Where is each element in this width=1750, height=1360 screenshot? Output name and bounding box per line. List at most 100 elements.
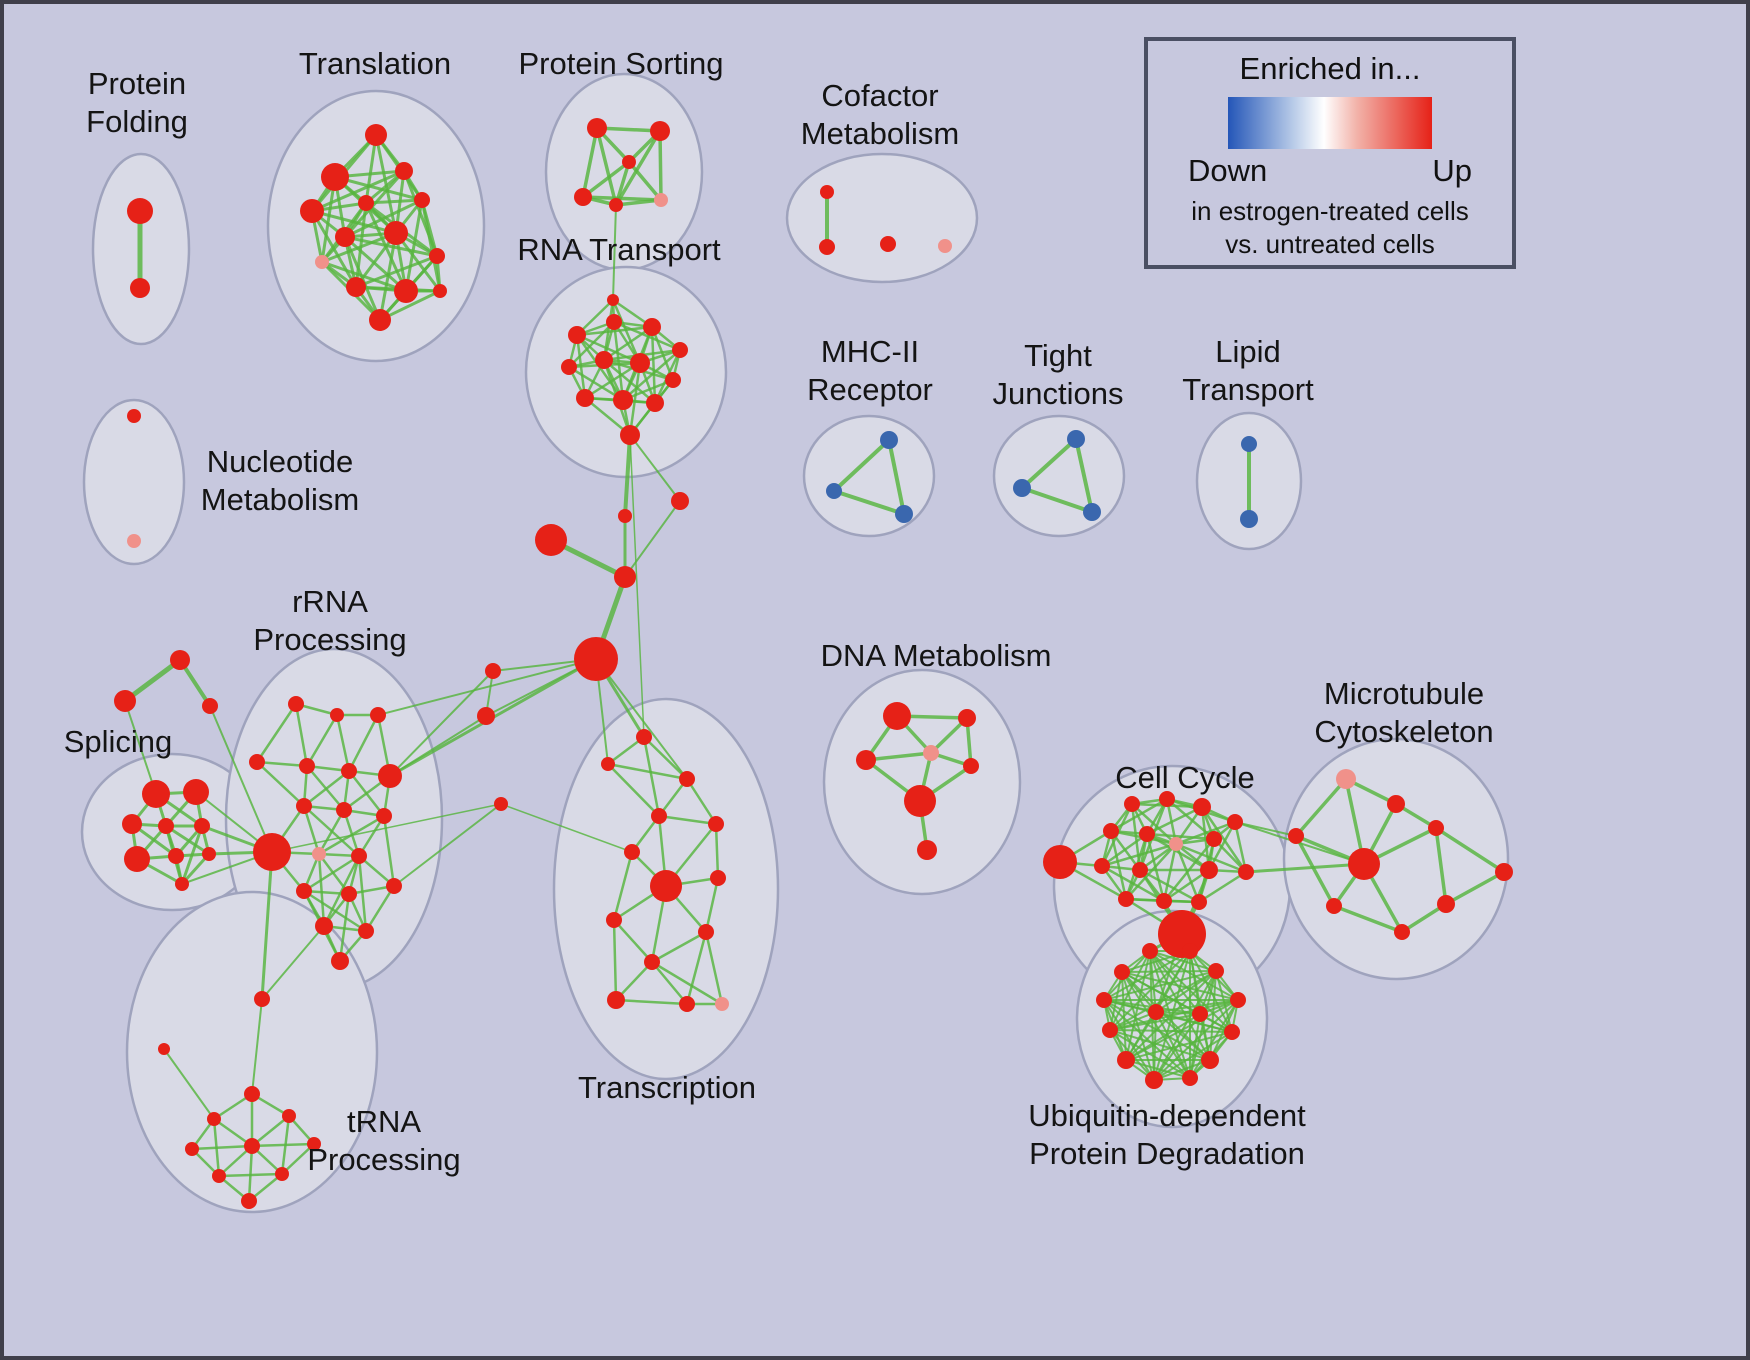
network-edge [124,700,157,795]
network-edge [1294,777,1348,838]
network-node-tn2 [158,1043,170,1055]
network-edge [1109,1011,1157,1031]
legend-title: Enriched in... [1239,51,1421,86]
network-node-tl12 [394,279,418,303]
network-edge [832,438,891,493]
network-node-rr10 [376,808,392,824]
network-edge [302,769,351,808]
network-edge [650,930,708,964]
network-edge [1103,999,1155,1081]
network-edge [1233,820,1248,874]
network-node-rr4 [249,754,265,770]
network-edge [164,824,211,856]
network-node-cc14 [1156,893,1172,909]
network-node-ps2 [650,121,670,141]
network-node-ub12 [1182,1070,1198,1086]
network-node-tl3 [395,162,413,180]
network-node-dm1 [883,702,911,730]
network-node-cc10 [1132,862,1148,878]
network-edge [389,670,494,777]
network-node-rt5 [561,359,577,375]
legend-up-label: Up [1432,153,1472,188]
network-node-tn5 [282,1109,296,1123]
network-node-mt1 [1336,769,1356,789]
network-edge [606,762,661,818]
network-node-rt8 [665,372,681,388]
network-edge [500,803,633,853]
network-node-tc2 [601,757,615,771]
node-layer [114,118,1513,1209]
network-node-rr8 [296,798,312,814]
network-edge [320,231,398,264]
network-edge [1162,868,1211,903]
network-node-mt4 [1288,828,1304,844]
network-node-sp4 [158,818,174,834]
network-edge [614,998,689,1006]
cluster-label-translation: Translation [299,46,451,81]
network-node-mt2 [1387,795,1405,813]
network-node-cc6 [1139,826,1155,842]
network-edge [611,298,642,365]
legend-endpoint-labels: Down Up [1148,153,1512,189]
network-node-cc9 [1094,858,1110,874]
network-node-tl11 [346,277,366,297]
network-node-mh3 [895,505,913,523]
network-node-sp2 [183,779,209,805]
network-edge [704,876,720,934]
network-node-tc1 [636,729,652,745]
network-edge [163,1048,215,1120]
network-edge [255,760,309,768]
network-edge [614,198,663,207]
network-edge [320,260,408,293]
network-edge [190,1144,254,1151]
network-node-ub10 [1201,1051,1219,1069]
network-node-lt1 [1241,436,1257,452]
network-node-cnT2 [114,690,136,712]
network-node-cnH [574,637,618,681]
cluster-ellipse-cofactor-metabolism [785,152,979,284]
network-node-sp7 [168,848,184,864]
network-edge [581,195,663,202]
legend-down-label: Down [1188,153,1268,188]
network-edge [378,289,442,322]
network-edge [1174,820,1237,846]
network-node-pf2 [130,278,150,298]
network-edge [404,198,424,293]
network-node-ub7 [1102,1022,1118,1038]
network-edge [347,713,380,773]
network-node-dm5 [963,758,979,774]
network-node-rt0 [607,294,619,306]
network-node-cc0 [1043,845,1077,879]
network-node-sp5 [194,818,210,834]
network-node-tl13 [369,309,391,331]
network-node-mh2 [826,483,842,499]
network-node-rr15 [341,886,357,902]
network-edge [581,126,599,199]
network-node-mt9 [1495,863,1513,881]
network-edge [1197,870,1248,904]
cluster-ellipse-tight-junctions [992,414,1126,538]
network-node-cf4 [938,239,952,253]
network-node-cnF [477,707,495,725]
network-node-rt4 [672,342,688,358]
network-edge [217,1172,284,1178]
network-node-cc5 [1103,823,1119,839]
legend: Enriched in... Down Up in estrogen-treat… [1144,37,1516,269]
network-node-cc8 [1206,831,1222,847]
network-edge [1109,829,1128,901]
network-edge [629,434,681,502]
network-node-cnA [671,492,689,510]
network-edge [624,500,681,578]
network-node-ub14 [1192,1006,1208,1022]
network-edge [322,854,361,928]
network-node-ub6 [1230,992,1246,1008]
network-edge [378,231,398,322]
network-node-cf3 [880,236,896,252]
network-edge [1434,826,1448,906]
network-edge [1100,832,1149,868]
network-edge [255,702,298,764]
